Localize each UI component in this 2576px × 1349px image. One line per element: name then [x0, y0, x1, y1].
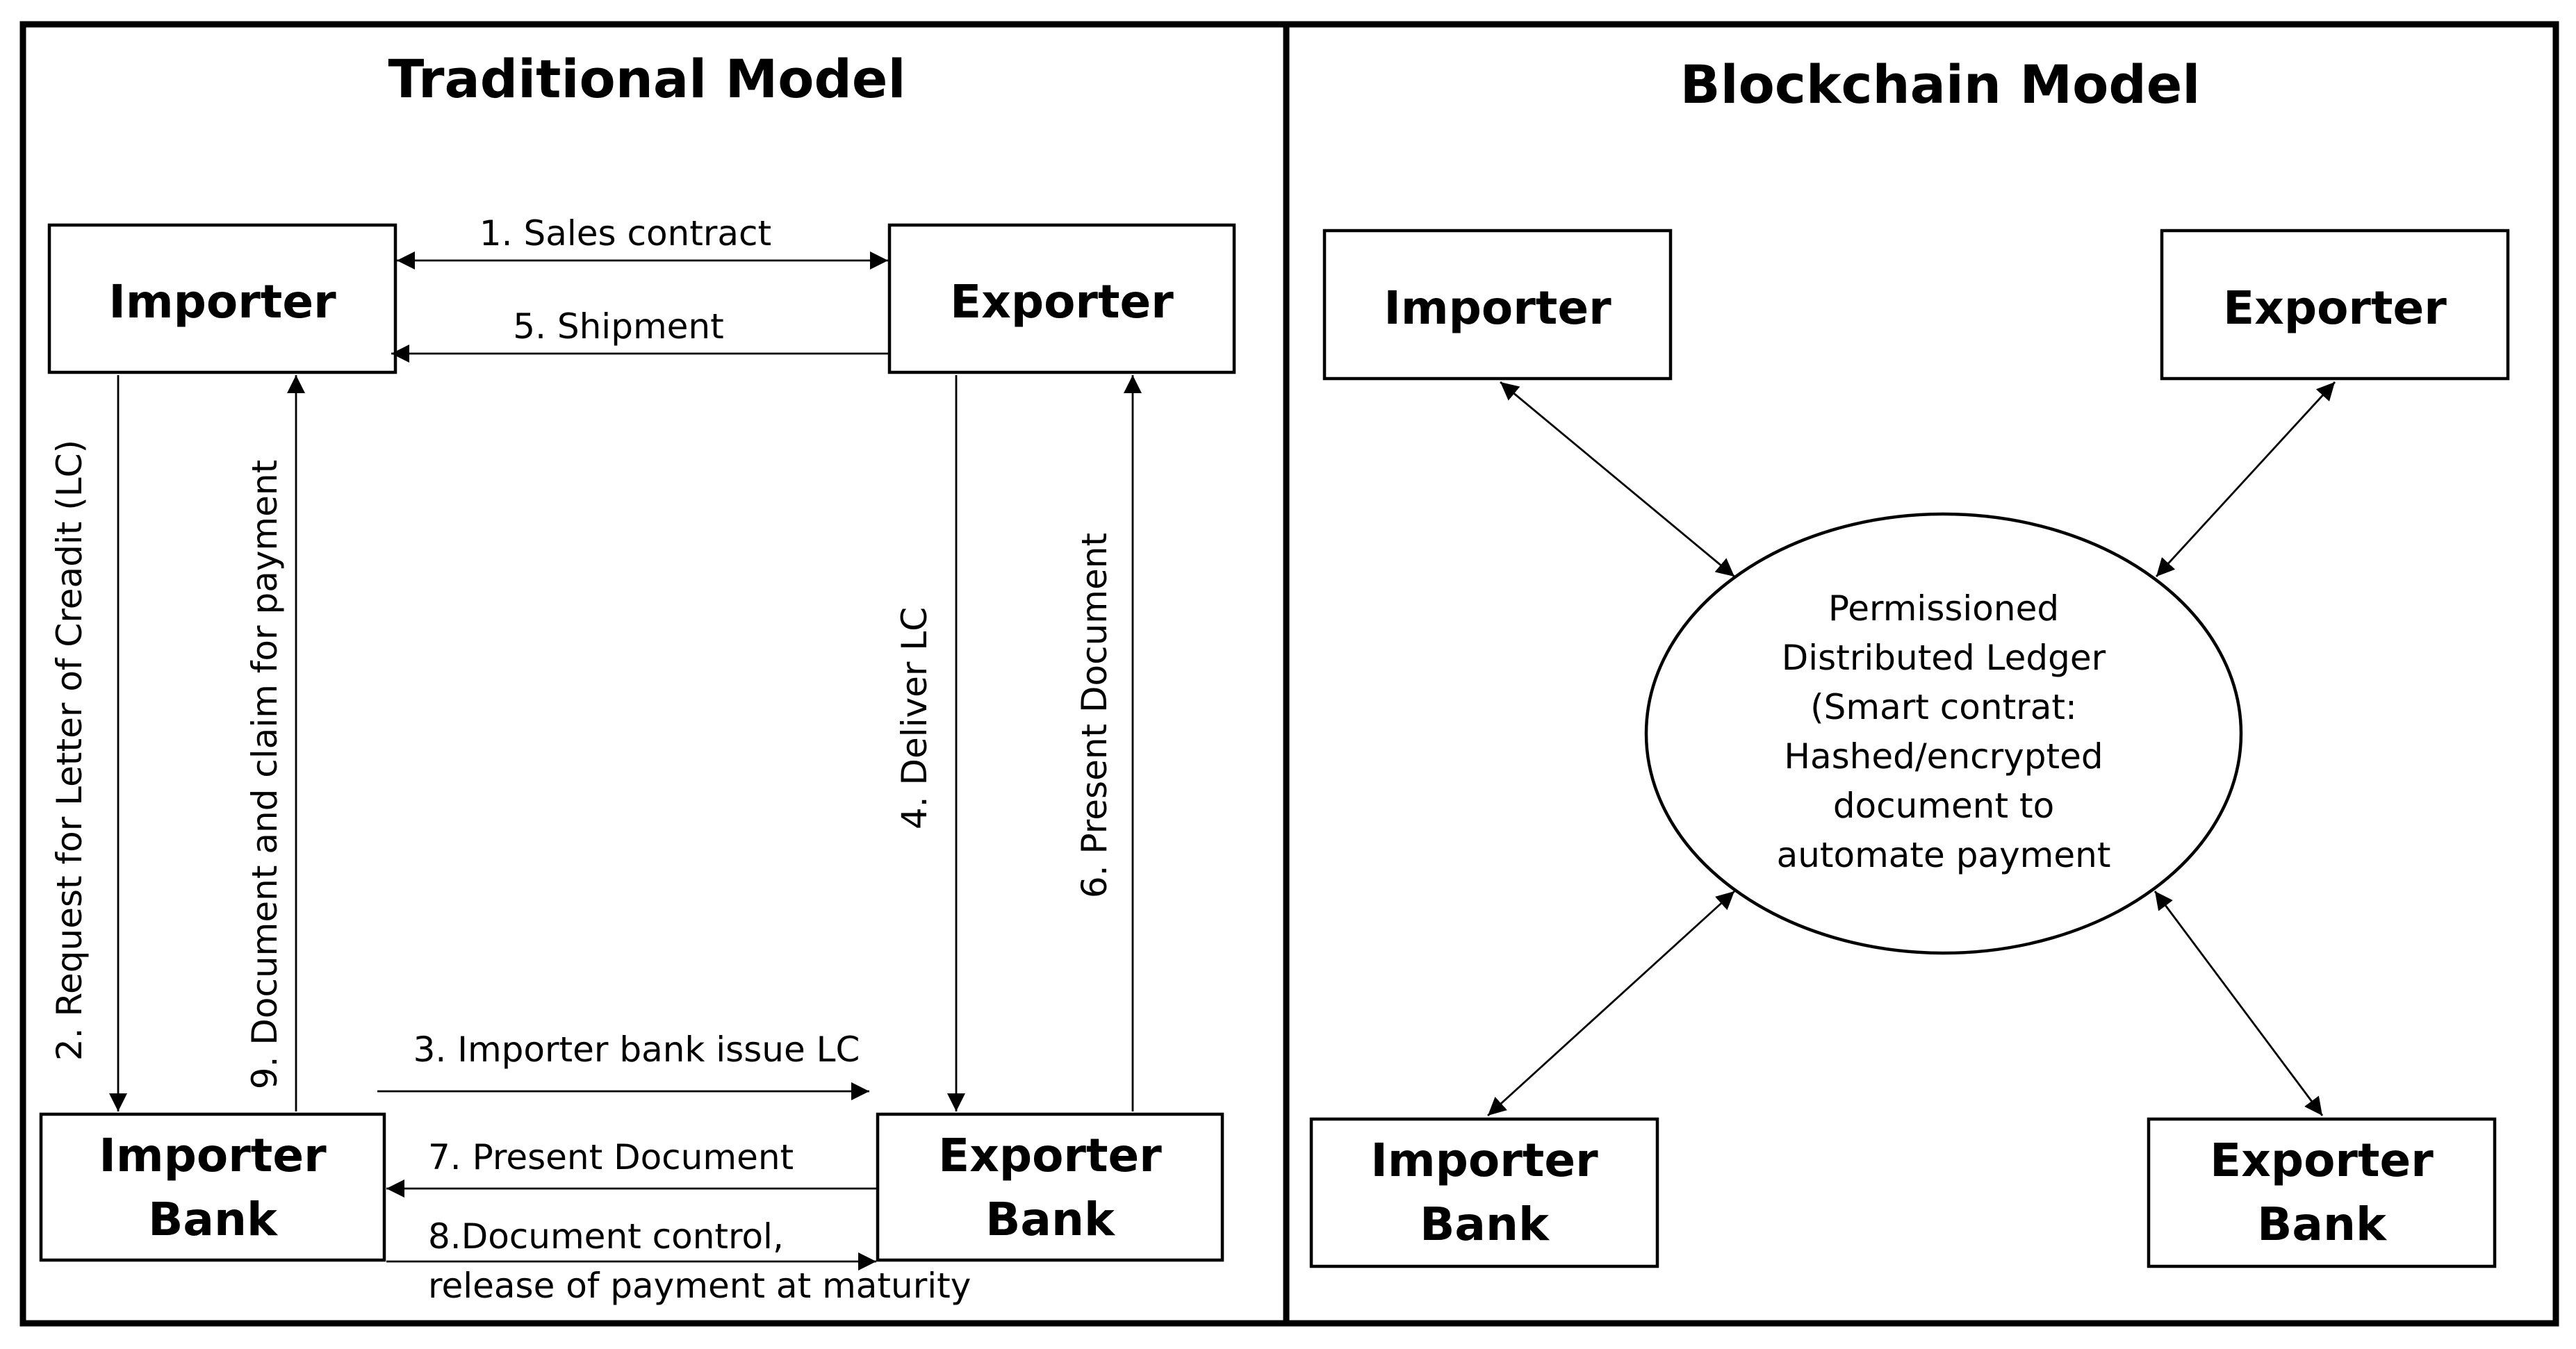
connector-exporter-bank-ledger	[2153, 891, 2324, 1116]
trad-exporter-node: Exporter	[887, 223, 1236, 374]
svg-text:Hashed/encrypted: Hashed/encrypted	[1784, 736, 2103, 777]
svg-text:Importer: Importer	[1370, 1134, 1598, 1187]
blockchain-panel	[1283, 21, 2559, 1327]
svg-text:(Smart contrat:: (Smart contrat:	[1810, 687, 2077, 727]
bc-importer-node: Importer	[1322, 229, 1673, 381]
step-9-label: 9. Document and claim for payment	[245, 460, 285, 1089]
trad-exporter-bank-node: Exporter Bank	[876, 1112, 1224, 1262]
step-8-label-line1: 8.Document control,	[428, 1216, 784, 1257]
svg-text:Importer: Importer	[99, 1129, 327, 1182]
step-8-label-line2: release of payment at maturity	[428, 1266, 971, 1306]
svg-text:Bank: Bank	[148, 1193, 279, 1246]
step-2-label: 2. Request for Letter of Creadit (LC)	[49, 440, 90, 1061]
svg-text:Exporter: Exporter	[2210, 1134, 2434, 1187]
svg-text:Permissioned: Permissioned	[1828, 588, 2059, 629]
svg-text:Importer: Importer	[108, 275, 336, 329]
trad-importer-node: Importer	[47, 223, 397, 374]
bc-exporter-bank-node: Exporter Bank	[2147, 1117, 2497, 1268]
svg-text:Exporter: Exporter	[950, 275, 1174, 329]
trad-importer-bank-node: Importer Bank	[39, 1112, 386, 1262]
svg-text:Bank: Bank	[1420, 1198, 1550, 1251]
step-4-label: 4. Deliver LC	[894, 607, 935, 829]
bc-exporter-node: Exporter	[2160, 229, 2510, 381]
connector-exporter-ledger	[2155, 381, 2336, 577]
svg-text:document to: document to	[1833, 786, 2054, 826]
step-5-label: 5. Shipment	[513, 306, 723, 347]
svg-text:Exporter: Exporter	[938, 1129, 1162, 1182]
blockchain-title: Blockchain Model	[1680, 53, 2201, 115]
step-7-label: 7. Present Document	[428, 1137, 794, 1177]
svg-text:Bank: Bank	[2257, 1198, 2388, 1251]
svg-text:automate payment: automate payment	[1777, 835, 2111, 875]
distributed-ledger-node: Permissioned Distributed Ledger (Smart c…	[1644, 512, 2243, 955]
step-1-label: 1. Sales contract	[479, 213, 771, 254]
svg-text:Importer: Importer	[1384, 281, 1611, 335]
connector-importer-bank-ledger	[1487, 890, 1735, 1117]
traditional-title: Traditional Model	[388, 48, 905, 110]
svg-text:Distributed Ledger: Distributed Ledger	[1782, 638, 2106, 678]
step-6-label: 6. Present Document	[1074, 533, 1115, 898]
svg-text:Bank: Bank	[985, 1193, 1116, 1246]
connector-importer-ledger	[1500, 381, 1735, 578]
svg-text:Exporter: Exporter	[2223, 281, 2447, 335]
bc-importer-bank-node: Importer Bank	[1309, 1117, 1659, 1268]
step-3-label: 3. Importer bank issue LC	[413, 1029, 860, 1070]
